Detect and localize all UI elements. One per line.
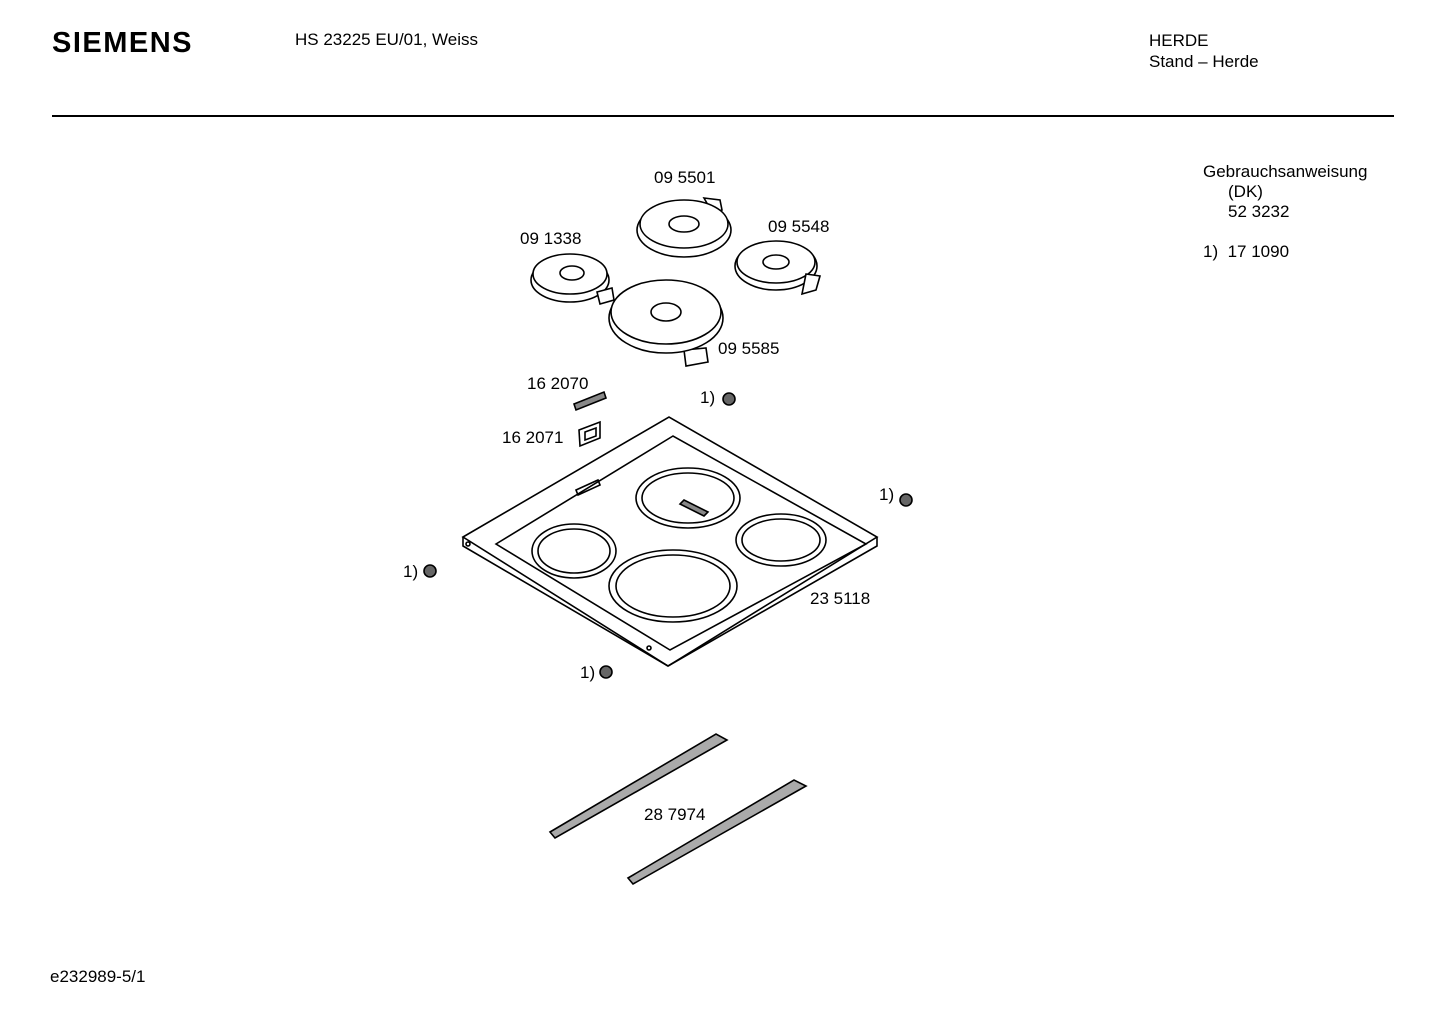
label-screw-1: 1) (700, 388, 716, 407)
hotplate-front (608, 279, 724, 367)
label-plate-front: 09 5585 (718, 339, 780, 358)
label-hob-frame: 23 5118 (810, 589, 871, 608)
header-divider (52, 115, 1394, 117)
rails-287974 (548, 733, 808, 886)
notes-block: Gebrauchsanweisung (DK) 52 3232 1) 17 10… (1203, 162, 1367, 262)
label-rails: 28 7974 (644, 805, 706, 824)
manual-number: 52 3232 (1228, 202, 1290, 221)
clip-162071 (578, 420, 601, 448)
drawing-id: e232989-5/1 (50, 967, 146, 986)
hotplate-left (530, 253, 615, 305)
hotplate-right (734, 240, 822, 296)
brand-logo: SIEMENS (52, 27, 194, 59)
clip-162070 (573, 390, 607, 412)
label-screw-2: 1) (879, 485, 895, 504)
footnote-marker: 1) (1203, 242, 1219, 261)
hotplate-top (636, 197, 732, 258)
category-label: HERDE (1149, 31, 1209, 50)
label-plate-left: 09 1338 (520, 229, 582, 248)
subcategory-label: Stand – Herde (1149, 52, 1259, 71)
label-clip-a: 16 2070 (527, 374, 589, 393)
screw-icons (423, 392, 913, 679)
label-plate-right: 09 5548 (768, 217, 830, 236)
category-block: HERDE Stand – Herde (1149, 30, 1259, 72)
manual-lang: (DK) (1228, 182, 1263, 201)
model-title: HS 23225 EU/01, Weiss (295, 30, 478, 49)
manual-label: Gebrauchsanweisung (1203, 162, 1368, 181)
footnote-part: 17 1090 (1227, 242, 1290, 261)
label-plate-top: 09 5501 (654, 168, 716, 187)
label-screw-3: 1) (403, 562, 419, 581)
footnote-line: 1) 17 1090 (1203, 242, 1367, 262)
hob-frame (461, 416, 879, 667)
label-clip-b: 16 2071 (502, 428, 564, 447)
label-screw-4: 1) (580, 663, 596, 682)
